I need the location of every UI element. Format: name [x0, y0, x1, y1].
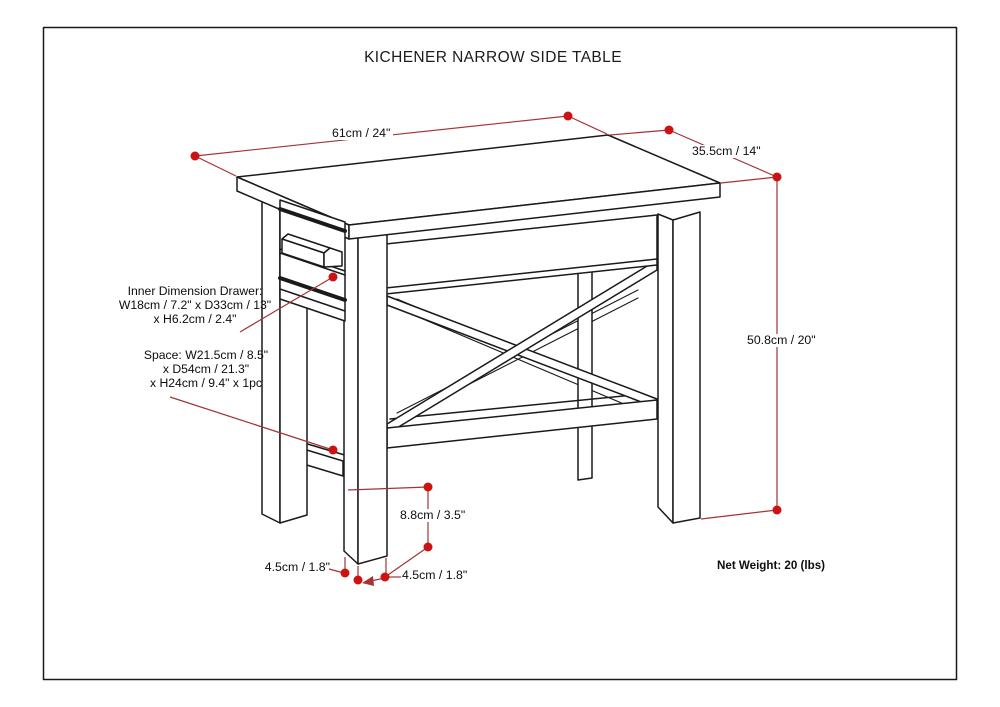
space-note-line-3: x H24cm / 9.4" x 1pc: [149, 375, 263, 390]
diagram-title: KICHENER NARROW SIDE TABLE: [364, 49, 622, 66]
space-note-line-2: x D54cm / 21.3": [162, 361, 250, 376]
dimension-label-shelf-clearance: 8.8cm / 3.5": [397, 509, 469, 522]
dimension-dots: [190, 111, 782, 585]
dimension-label-height: 50.8cm / 20": [744, 334, 819, 347]
drawer-note-line-2: W18cm / 7.2" x D33cm / 13": [118, 297, 272, 312]
back-leg: [577, 249, 593, 481]
shelf-back-edge: [389, 393, 644, 420]
front-leg: [343, 230, 388, 565]
dimension-arrowhead: [362, 576, 374, 586]
dimension-label-leg-width-right: 4.5cm / 1.8": [402, 568, 468, 582]
net-weight-label: Net Weight: 20 (lbs): [717, 559, 826, 572]
drawer-note-line-1: Inner Dimension Drawer:: [127, 284, 263, 298]
drawer-dimension-note: Inner Dimension Drawer: W18cm / 7.2" x D…: [115, 284, 275, 326]
drawing-border: [42, 26, 958, 681]
dimension-label-leg-width-left: 4.5cm / 1.8": [264, 560, 330, 574]
shelf-space-note: Space: W21.5cm / 8.5" x D54cm / 21.3" x …: [126, 348, 286, 390]
space-note-line-1: Space: W21.5cm / 8.5": [143, 348, 269, 362]
dimension-label-width: 61cm / 24": [329, 127, 394, 140]
dimension-label-depth: 35.5cm / 14": [689, 145, 764, 158]
east-leg: [657, 211, 701, 524]
drawer-handle: [281, 233, 343, 268]
drawer-note-line-3: x H6.2cm / 2.4": [153, 311, 237, 326]
drawer-front: [278, 199, 347, 322]
